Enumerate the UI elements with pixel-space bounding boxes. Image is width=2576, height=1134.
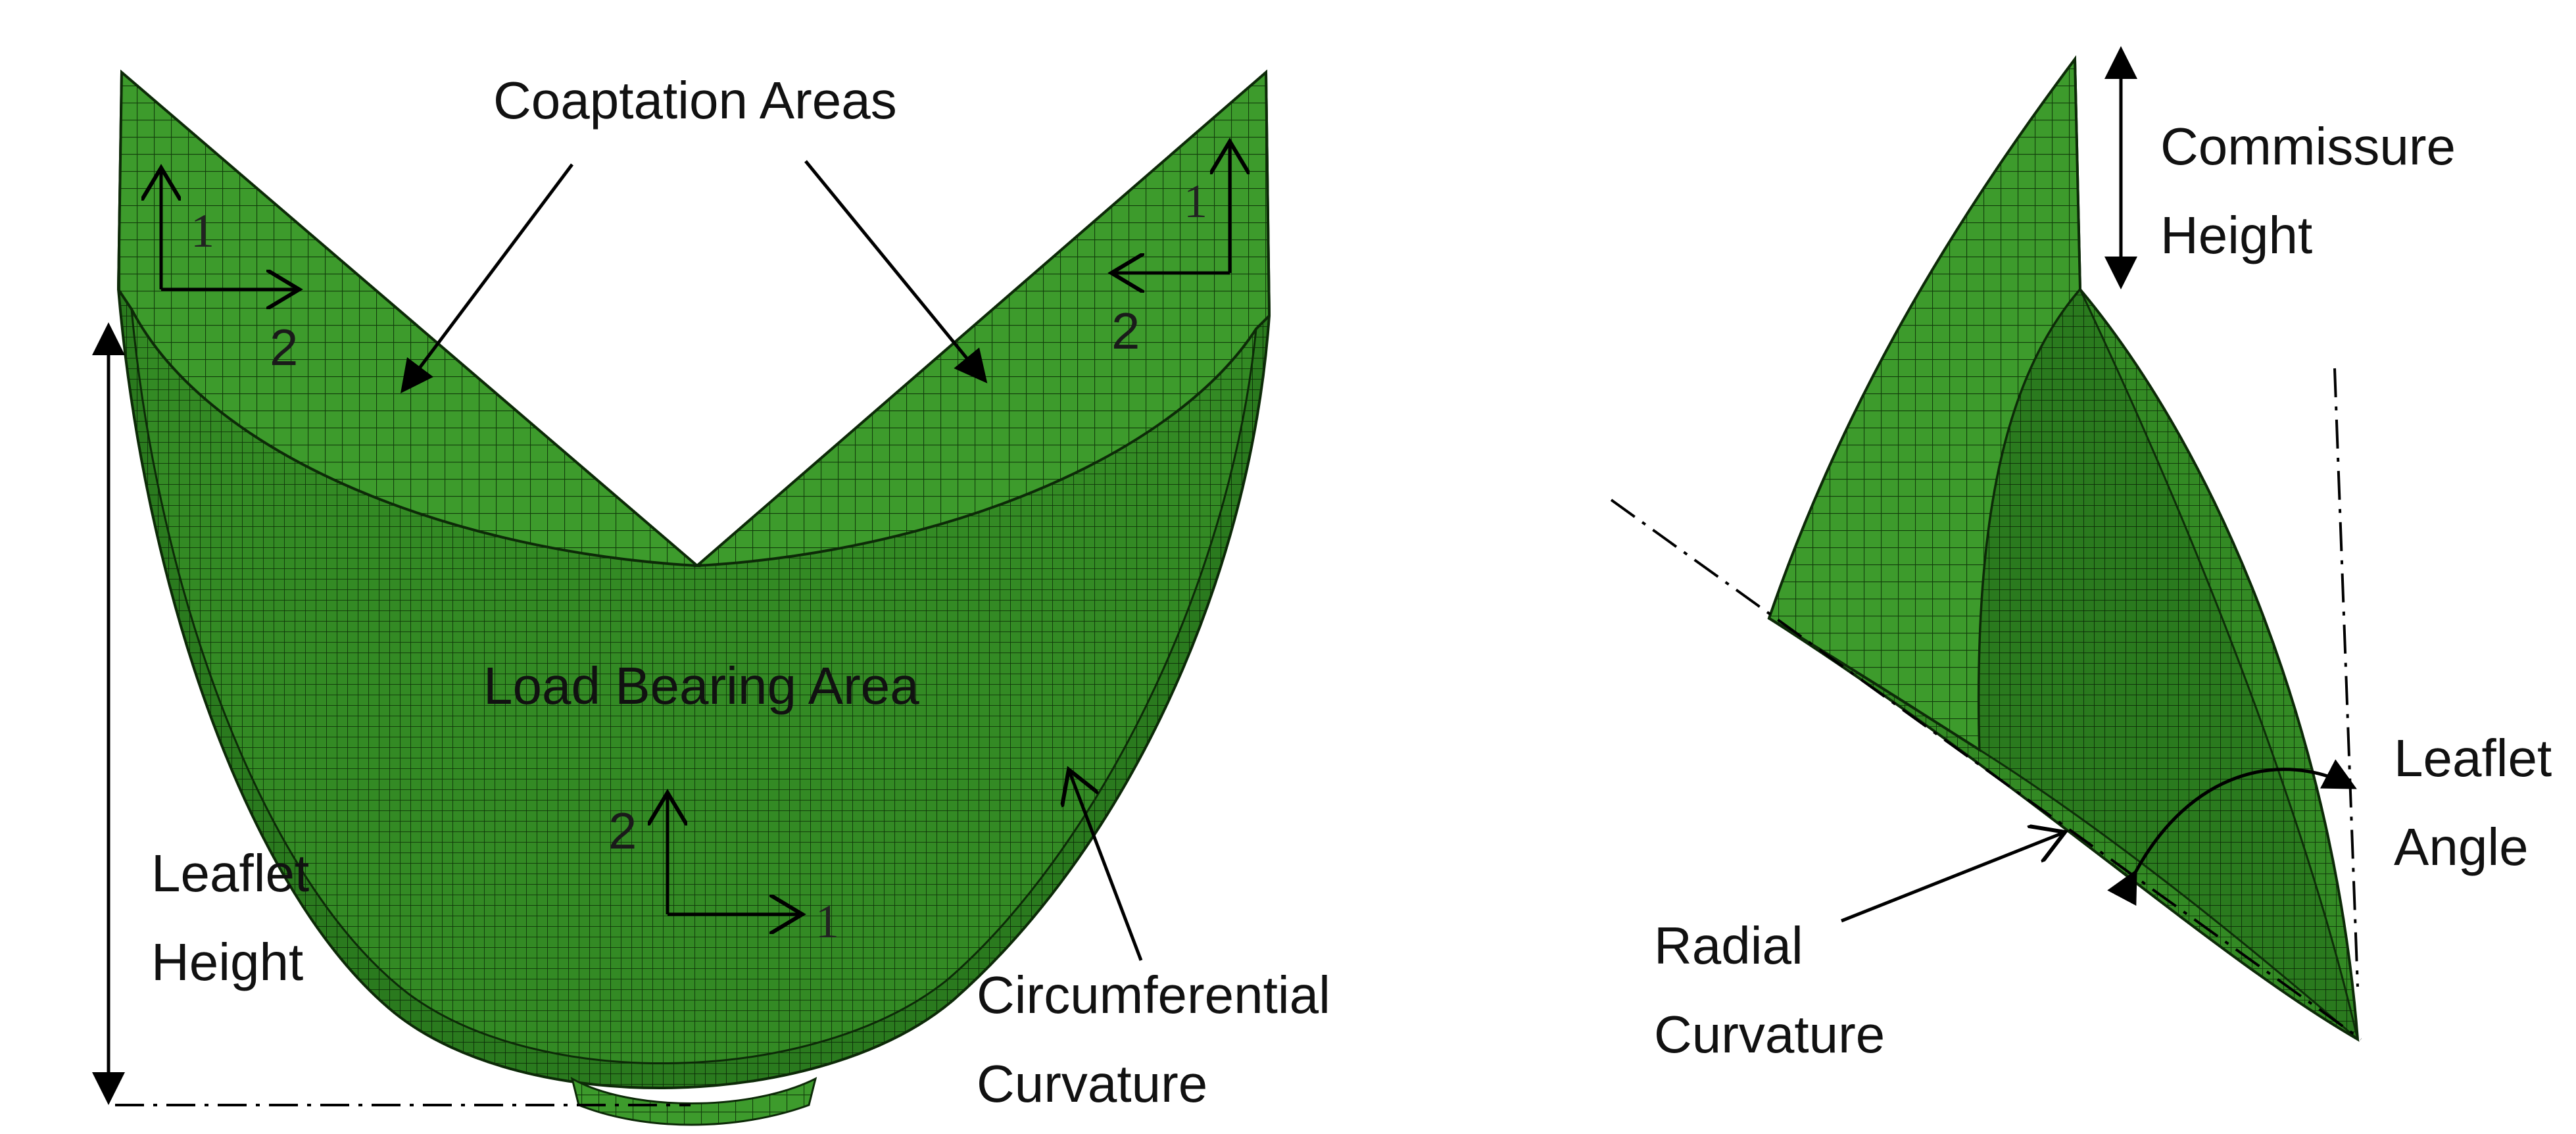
local-axes-right: 1 2 [1111, 141, 1230, 360]
leaflet-bottom-rim [570, 1077, 817, 1126]
commissure-label-line1: Commissure [2160, 117, 2456, 176]
svg-text:1: 1 [191, 205, 214, 257]
leaflet-height-label-line1: Leaflet [151, 844, 309, 902]
circumferential-curvature-arrow [1069, 770, 1143, 961]
left-leaflet-view [116, 69, 1271, 1126]
load-bearing-area-label: Load Bearing Area [483, 656, 919, 715]
svg-text:2: 2 [270, 318, 298, 376]
leaflet-height-label-line2: Height [151, 933, 303, 991]
leaflet-angle-arc [2107, 759, 2357, 906]
coaptation-area-right [693, 69, 1271, 568]
coaptation-arrow-right [804, 160, 988, 383]
radial-reference-line [1610, 499, 2362, 1041]
radial-label-line1: Radial [1654, 916, 1803, 975]
radial-curvature-arrow [1841, 832, 2065, 923]
local-axes-center: 2 1 [608, 793, 839, 948]
local-axes-left: 1 2 [161, 168, 299, 376]
svg-text:2: 2 [608, 802, 637, 860]
leaflet-side-belly [1978, 287, 2360, 1043]
coaptation-areas-label: Coaptation Areas [493, 71, 897, 130]
circumferential-label-line2: Curvature [977, 1054, 1207, 1113]
coaptation-arrow-left [401, 163, 573, 393]
coaptation-area-left [116, 69, 701, 568]
leaflet-angle-label-line1: Leaflet [2394, 729, 2552, 787]
svg-text:2: 2 [1111, 302, 1140, 360]
leaflet-angle-label-line2: Angle [2394, 818, 2529, 876]
radial-label-line2: Curvature [1654, 1005, 1885, 1064]
commissure-label-line2: Height [2160, 206, 2312, 264]
svg-text:1: 1 [1184, 175, 1207, 228]
circumferential-label-line1: Circumferential [977, 966, 1330, 1024]
svg-text:1: 1 [815, 895, 839, 948]
